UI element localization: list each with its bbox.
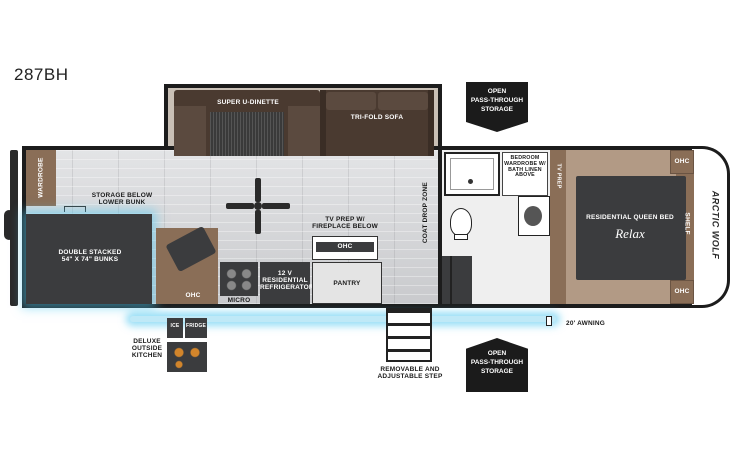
ice-label: ICE — [170, 323, 180, 329]
coat-drop-zone-wrap: COAT DROP ZONE — [416, 174, 436, 252]
ohc-top-right-label: OHC — [674, 158, 690, 165]
ohc-bottom-right-label: OHC — [674, 288, 690, 295]
outside-kitchen-label: DELUXE OUTSIDE KITCHEN — [131, 338, 163, 360]
hitch-bar — [10, 150, 18, 306]
ceiling-fan-icon — [222, 174, 294, 238]
awning-label: 20' AWNING — [566, 320, 606, 327]
wardrobe-label: WARDROBE — [37, 157, 45, 199]
model-name: 287BH — [14, 65, 69, 84]
bunks — [26, 214, 152, 304]
bedroom-wardrobe — [502, 152, 548, 196]
dinette-seat-left — [174, 106, 206, 156]
dinette-label: SUPER U-DINETTE — [217, 99, 279, 106]
stove-burners — [224, 266, 254, 292]
outside-kitchen: ICE FRIDGE — [167, 318, 207, 374]
top-pass-through-storage: OPEN PASS-THROUGH STORAGE — [466, 82, 528, 132]
queen-bed-label: RESIDENTIAL QUEEN BED — [586, 214, 674, 221]
awning-marker — [546, 316, 552, 326]
tv-prep-wrap: TV PREP — [550, 156, 566, 196]
refrigerator — [260, 262, 310, 304]
shelf-wrap: SHELF — [680, 194, 694, 254]
dinette-table — [210, 112, 284, 156]
bunks-label: DOUBLE STACKED 54" x 74" BUNKS — [58, 249, 122, 264]
partition-wall — [438, 146, 442, 308]
micro-label: MICRO — [227, 297, 251, 304]
front-cap — [692, 146, 730, 308]
bottom-pass-through-storage: OPEN PASS-THROUGH STORAGE — [466, 338, 528, 392]
outside-stove — [167, 342, 207, 372]
sofa-arm-right — [428, 90, 434, 156]
bath-linen-lines — [450, 256, 452, 304]
shelf-label: SHELF — [683, 212, 691, 236]
bedroom-wardrobe-label: BEDROOM WARDROBE W/ BATH LINEN ABOVE — [504, 155, 546, 179]
brand-text: ARCTIC WOLF — [710, 190, 720, 260]
pantry-label: PANTRY — [333, 280, 361, 287]
fireplace-unit — [316, 242, 374, 252]
sofa-cushion-2 — [378, 92, 428, 110]
toilet-tank — [454, 234, 468, 240]
ohc-bottom-right — [670, 280, 694, 304]
bed-brand: Relax — [615, 226, 645, 241]
outside-ice — [167, 318, 183, 338]
brand-logo: ARCTIC WOLF — [704, 180, 726, 270]
dinette-seat-right — [288, 106, 320, 156]
entry-step — [386, 308, 432, 362]
pantry — [312, 262, 382, 304]
storage-below-bunk-label: STORAGE BELOW LOWER BUNK — [91, 192, 153, 207]
ohc-kitchen-label: OHC — [185, 292, 201, 299]
sofa-cushion-1 — [326, 92, 376, 110]
sofa-arm-left — [320, 90, 326, 156]
hitch-knob — [4, 210, 14, 240]
led-strip — [130, 316, 556, 322]
ohc-center-label: OHC — [337, 243, 353, 250]
fridge-label: FRIDGE — [185, 323, 207, 329]
shower-inner — [450, 158, 494, 190]
bath-linen — [442, 256, 472, 304]
shower-drain — [468, 179, 473, 184]
floor-plan: ARCTIC WOLF WARDROBE STORAGE BELOW LOWER… — [4, 84, 730, 324]
toilet — [450, 208, 472, 236]
wardrobe-label-wrap: WARDROBE — [26, 150, 56, 206]
ohc-top-right — [670, 150, 694, 174]
bath-sink-bowl — [524, 206, 542, 226]
shower — [444, 152, 500, 196]
step-label: REMOVABLE AND ADJUSTABLE STEP — [377, 366, 443, 381]
sofa-label: TRI-FOLD SOFA — [350, 114, 404, 121]
wardrobe — [26, 150, 56, 206]
queen-bed — [576, 176, 686, 280]
step-icon — [64, 206, 86, 212]
coat-drop-zone-label: COAT DROP ZONE — [422, 182, 430, 244]
outside-fridge — [185, 318, 207, 338]
tv-prep-fireplace-label: TV PREP W/ FIREPLACE BELOW — [312, 216, 378, 231]
refrigerator-label: 12 V RESIDENTIAL REFRIGERATOR — [260, 270, 314, 292]
tv-prep-label: TV PREP — [555, 163, 562, 189]
